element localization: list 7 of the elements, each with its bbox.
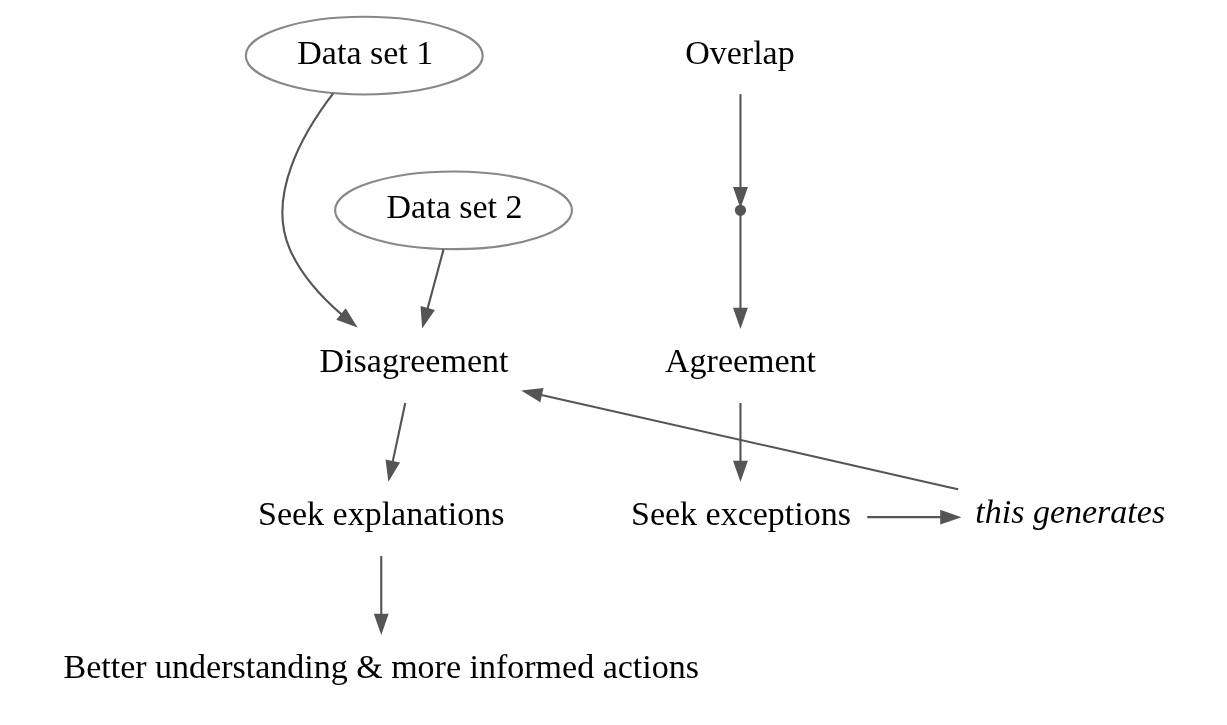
node-text: this generates — [974, 493, 1165, 531]
node-text: Seek exceptions — [630, 495, 851, 533]
node-text: Agreement — [664, 342, 816, 380]
node-text: Disagreement — [319, 342, 508, 380]
node-text: Seek explanations — [257, 495, 504, 533]
node-text: Overlap — [684, 33, 795, 71]
node-text: Better understanding & more informed actions — [63, 648, 699, 686]
